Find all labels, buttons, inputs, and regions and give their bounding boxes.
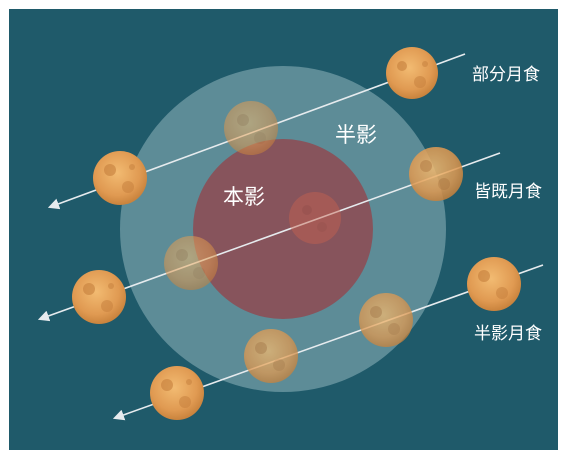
umbra-region <box>193 139 373 319</box>
moon-icon <box>224 101 278 155</box>
moon-icon <box>150 366 204 420</box>
moon-icon <box>244 329 298 383</box>
moon-icon <box>386 47 438 99</box>
total-eclipse-label: 皆既月食 <box>474 182 542 202</box>
moon-icon <box>467 257 521 311</box>
moon-icon <box>164 236 218 290</box>
penumbra-label: 半影 <box>335 123 377 147</box>
moon-icon <box>72 270 126 324</box>
partial-eclipse-label: 部分月食 <box>472 65 540 85</box>
moon-icon <box>289 192 341 244</box>
moon-icon <box>93 151 147 205</box>
moon-icon <box>409 147 463 201</box>
moon-icon <box>359 293 413 347</box>
umbra-label: 本影 <box>223 185 265 209</box>
penumbral-eclipse-label: 半影月食 <box>474 324 542 344</box>
